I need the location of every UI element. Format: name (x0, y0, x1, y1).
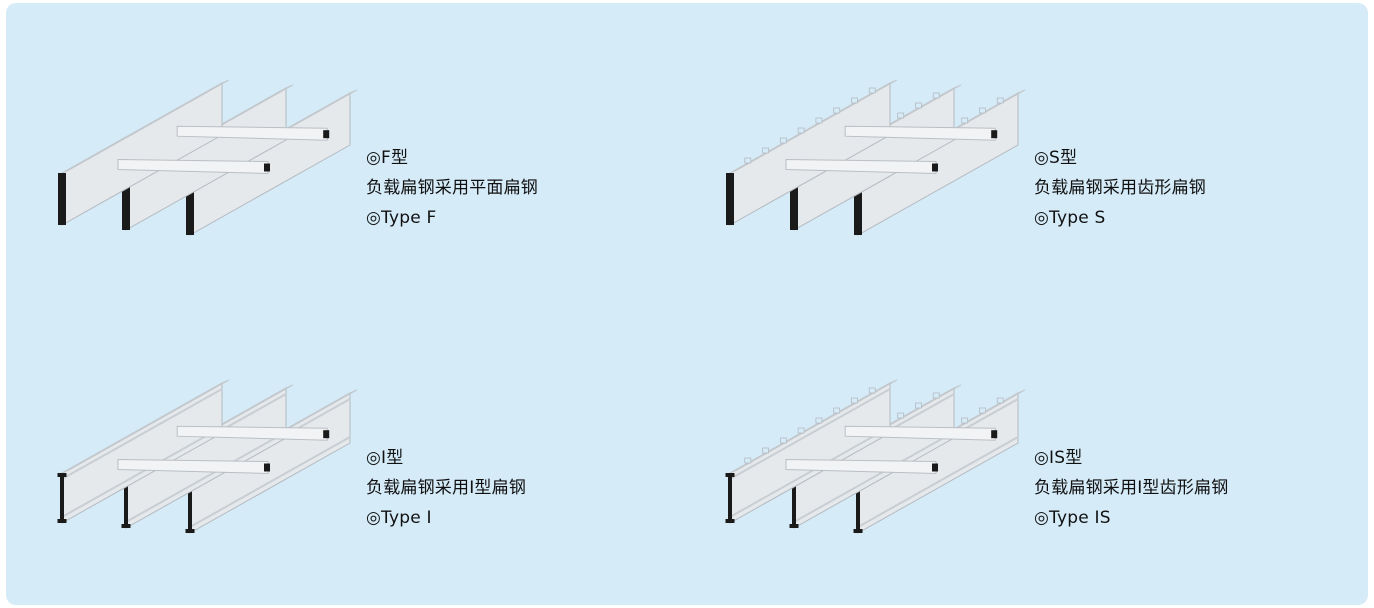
type-s-grating-illustration (710, 63, 1030, 263)
serration-notch (815, 417, 823, 424)
type-is-grating-illustration (710, 363, 1030, 563)
cross-bar-end (323, 430, 330, 439)
type-s-item: ◎S型 负载扁钢采用齿形扁钢 ◎Type S (674, 3, 1334, 253)
flat-bar-cross-section (186, 183, 194, 235)
serration-notch (932, 392, 940, 399)
serration-notch (996, 397, 1004, 404)
serration-notch (779, 437, 787, 444)
serration-notch (897, 112, 905, 119)
serration-notch (868, 87, 876, 94)
bearing-bar-flange-line (61, 388, 223, 480)
bearing-bar-flange-line (857, 436, 1019, 528)
type-i-english-title: ◎Type I (366, 508, 432, 528)
flat-bar-cross-section (726, 173, 734, 225)
serration-notch (833, 407, 841, 414)
cross-bar-end (323, 130, 330, 139)
cross-bar (117, 458, 269, 475)
type-s-caption: ◎S型 负载扁钢采用齿形扁钢 ◎Type S (1034, 143, 1206, 233)
type-s-english-title: ◎Type S (1034, 208, 1106, 228)
serration-notch (932, 92, 940, 99)
serration-notch (833, 107, 841, 114)
type-is-english-title: ◎Type IS (1034, 508, 1111, 528)
type-f-item: ◎F型 负载扁钢采用平面扁钢 ◎Type F (6, 3, 666, 253)
flat-bar-cross-section (854, 183, 862, 235)
cross-bar (844, 125, 996, 141)
serration-notch (961, 417, 969, 424)
i-beam-cross-section (185, 483, 195, 533)
grating-types-panel: ◎F型 负载扁钢采用平面扁钢 ◎Type F ◎S型 负载扁钢采用齿形扁钢 ◎T… (6, 3, 1368, 605)
serration-notch (851, 97, 858, 104)
serration-notch (762, 447, 769, 454)
bearing-bar-top (61, 79, 230, 174)
bearing-bar-flange-line (125, 431, 287, 523)
type-f-english-title: ◎Type F (366, 208, 437, 228)
type-f-grating-illustration (42, 63, 362, 263)
bearing-bar-flange-line (729, 388, 891, 480)
cross-bar (176, 125, 328, 141)
serration-notch (744, 457, 752, 464)
type-s-description: 负载扁钢采用齿形扁钢 (1034, 178, 1206, 198)
serration-notch (961, 117, 969, 124)
type-is-title: ◎IS型 (1034, 448, 1083, 468)
i-beam-cross-section (57, 473, 67, 523)
type-f-description: 负载扁钢采用平面扁钢 (366, 178, 538, 198)
cross-bar-end (932, 163, 938, 172)
flat-bar-cross-section (58, 173, 66, 225)
cross-bar (785, 158, 937, 175)
serration-notch (996, 97, 1004, 104)
cross-bar (117, 158, 269, 175)
cross-bar-end (264, 163, 270, 172)
serration-notch (851, 397, 858, 404)
cross-bar (844, 425, 996, 441)
type-s-title: ◎S型 (1034, 148, 1078, 168)
bearing-bar-flange-line (729, 426, 891, 518)
serration-notch (744, 157, 752, 164)
type-i-description: 负载扁钢采用I型扁钢 (366, 478, 527, 498)
type-is-item: ◎IS型 负载扁钢采用I型齿形扁钢 ◎Type IS (674, 303, 1334, 553)
cross-bar (176, 425, 328, 441)
cross-bar-end (991, 430, 998, 439)
serration-notch (762, 147, 769, 154)
serration-notch (868, 387, 876, 394)
type-i-title: ◎I型 (366, 448, 404, 468)
bearing-bar-flange-line (61, 426, 223, 518)
i-beam-cross-section (789, 478, 799, 528)
bearing-bar-flange-line (189, 436, 351, 528)
flat-bar-cross-section (790, 178, 798, 230)
type-i-item: ◎I型 负载扁钢采用I型扁钢 ◎Type I (6, 303, 666, 553)
serration-notch (797, 427, 805, 434)
cross-bar-end (264, 463, 270, 472)
cross-bar-end (991, 130, 998, 139)
type-i-grating-illustration (42, 363, 362, 563)
type-f-caption: ◎F型 负载扁钢采用平面扁钢 ◎Type F (366, 143, 538, 233)
serration-notch (979, 107, 986, 114)
serration-notch (815, 117, 823, 124)
type-is-description: 负载扁钢采用I型齿形扁钢 (1034, 478, 1229, 498)
bearing-bar-flange-line (793, 431, 955, 523)
cross-bar-end (932, 463, 938, 472)
serration-notch (915, 402, 922, 409)
bearing-bar-top (61, 379, 230, 474)
type-f-title: ◎F型 (366, 148, 409, 168)
serration-notch (979, 407, 986, 414)
cross-bar (785, 458, 937, 475)
type-is-caption: ◎IS型 负载扁钢采用I型齿形扁钢 ◎Type IS (1034, 443, 1228, 533)
i-beam-cross-section (853, 483, 863, 533)
serration-notch (897, 412, 905, 419)
serration-notch (779, 137, 787, 144)
flat-bar-cross-section (122, 178, 130, 230)
serration-notch (797, 127, 805, 134)
i-beam-cross-section (121, 478, 131, 528)
i-beam-cross-section (725, 473, 735, 523)
type-i-caption: ◎I型 负载扁钢采用I型扁钢 ◎Type I (366, 443, 526, 533)
serration-notch (915, 102, 922, 109)
